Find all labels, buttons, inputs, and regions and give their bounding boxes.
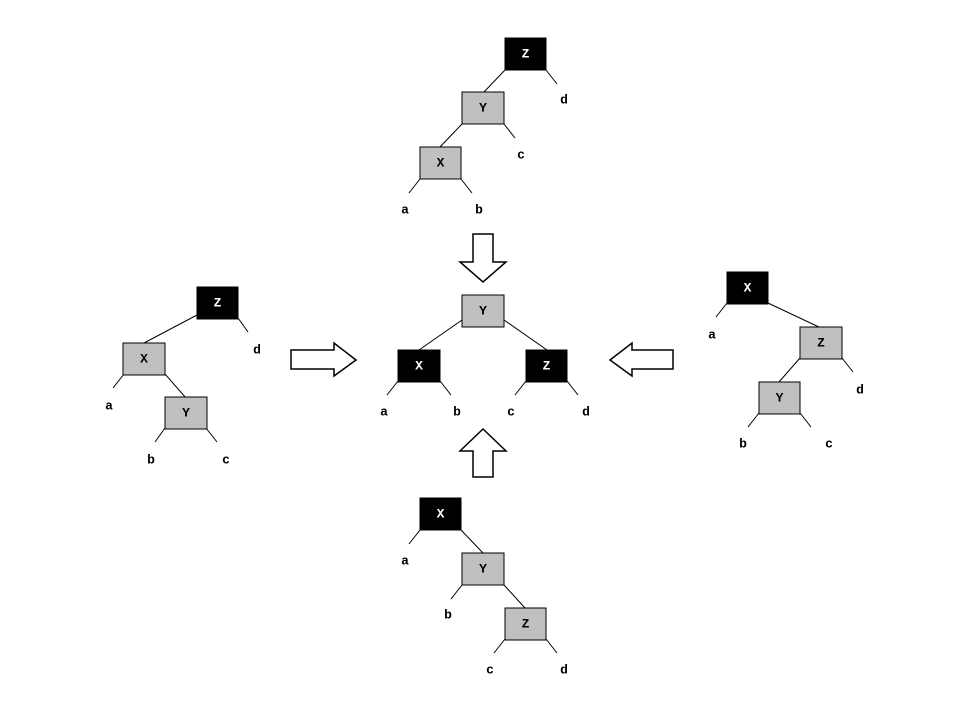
edge-right-x-a (715, 302, 728, 318)
node-top-y: Y (461, 91, 505, 125)
edge-right-z-y (778, 357, 801, 383)
svg-text:Z: Z (214, 296, 222, 311)
leaf-top-b: b (475, 203, 483, 218)
svg-text:Z: Z (817, 336, 825, 351)
edge-left-z-d (237, 317, 249, 333)
edge-left-y-b (154, 427, 166, 443)
node-center-y: Y (461, 294, 505, 328)
svg-text:Y: Y (479, 101, 487, 116)
svg-text:X: X (437, 156, 445, 171)
svg-text:Y: Y (479, 304, 487, 319)
edge-top-y-x (439, 123, 463, 148)
svg-text:Z: Z (522, 47, 530, 62)
leaf-top-d: d (560, 93, 568, 108)
edge-top-x-b (460, 178, 473, 194)
node-right-y: Y (758, 381, 801, 415)
svg-text:X: X (140, 352, 148, 367)
edge-center-x-a (386, 380, 399, 396)
edge-bottom-z-d (545, 638, 558, 654)
tree-top: Z Y X a b c d (401, 37, 568, 218)
edge-bottom-y-b (450, 584, 463, 600)
edge-center-x-b (439, 380, 452, 396)
leaf-left-b: b (147, 453, 155, 468)
svg-text:Z: Z (522, 617, 530, 632)
arrow-up-icon (458, 427, 508, 478)
edge-right-x-z (767, 302, 822, 329)
tree-left: Z X Y a b c d (105, 286, 261, 468)
edge-left-z-x (143, 314, 198, 344)
edge-right-z-d (841, 357, 854, 373)
svg-text:X: X (437, 507, 445, 522)
edge-center-y-x (418, 319, 463, 351)
edge-bottom-x-a (408, 529, 421, 545)
leaf-left-a: a (105, 399, 113, 414)
edge-top-z-d (545, 69, 558, 85)
arrow-left-icon (608, 341, 674, 378)
node-center-x: X (397, 349, 441, 383)
leaf-right-d: d (856, 383, 864, 398)
svg-text:X: X (415, 359, 423, 374)
node-left-z: Z (196, 286, 239, 320)
arrow-right-icon (290, 341, 358, 378)
leaf-left-d: d (253, 343, 261, 358)
leaf-center-a: a (380, 405, 388, 420)
tree-center: Y X Z a b c d (380, 294, 590, 420)
node-right-x: X (726, 271, 769, 305)
svg-text:X: X (744, 281, 752, 296)
leaf-center-c: c (507, 405, 515, 420)
node-center-z: Z (525, 349, 568, 383)
leaf-left-c: c (222, 453, 230, 468)
node-bottom-z: Z (504, 607, 547, 641)
node-top-z: Z (504, 37, 547, 71)
edge-top-x-a (408, 178, 421, 194)
edge-left-y-c (205, 427, 218, 443)
leaf-center-b: b (453, 405, 461, 420)
tree-right: X Z Y a b c d (708, 271, 864, 452)
edge-center-z-c (514, 380, 527, 396)
tree-bottom: X Y Z a b c d (401, 497, 568, 678)
edge-center-y-z (503, 319, 548, 351)
edge-right-y-b (747, 412, 760, 428)
leaf-right-c: c (825, 437, 833, 452)
node-bottom-x: X (419, 497, 462, 531)
leaf-bottom-b: b (444, 608, 452, 623)
edge-bottom-z-c (493, 638, 506, 654)
edge-top-z-y (482, 69, 506, 94)
edge-bottom-x-y (460, 529, 484, 554)
node-left-y: Y (164, 396, 208, 430)
edge-center-z-d (566, 380, 579, 396)
leaf-center-d: d (582, 405, 590, 420)
svg-text:Y: Y (182, 406, 190, 421)
edge-right-y-c (799, 412, 812, 428)
node-bottom-y: Y (461, 552, 505, 586)
edge-top-y-c (503, 123, 516, 139)
node-top-x: X (419, 146, 462, 180)
svg-text:Y: Y (776, 391, 784, 406)
leaf-right-b: b (739, 437, 747, 452)
node-left-x: X (122, 342, 166, 376)
leaf-top-a: a (401, 203, 409, 218)
node-right-z: Z (799, 326, 843, 360)
arrow-down-icon (457, 233, 509, 283)
svg-text:Z: Z (543, 359, 551, 374)
edge-left-x-y (164, 373, 187, 399)
leaf-top-c: c (517, 148, 525, 163)
edge-left-x-a (112, 373, 125, 389)
leaf-bottom-c: c (486, 663, 494, 678)
edge-bottom-y-z (503, 584, 526, 609)
leaf-bottom-d: d (560, 663, 568, 678)
leaf-right-a: a (708, 328, 716, 343)
leaf-bottom-a: a (401, 554, 409, 569)
svg-text:Y: Y (479, 562, 487, 577)
